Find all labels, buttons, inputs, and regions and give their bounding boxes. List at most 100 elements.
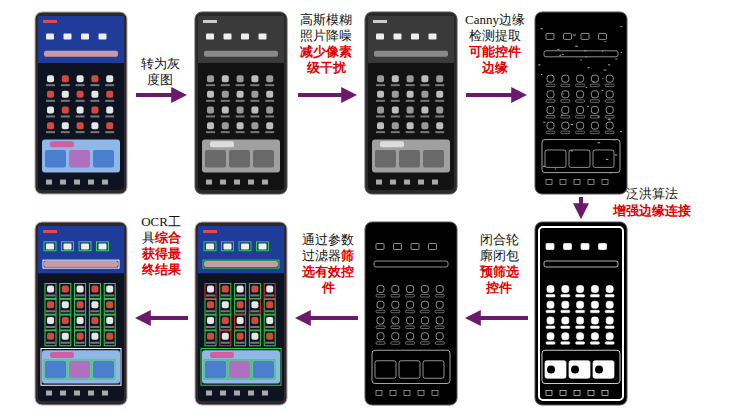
screen-detail [61,100,70,102]
screen-detail [576,342,585,345]
screen-detail [577,122,584,129]
phone-screenshot [195,222,287,405]
screen-detail [545,361,566,379]
screen-detail [432,180,438,185]
screen-detail [234,180,240,185]
screen-detail [252,360,275,379]
screen-detail [220,180,226,185]
screen-detail [420,310,429,313]
screen-detail [222,242,234,251]
screen-detail [46,310,55,312]
screen-detail [571,124,573,125]
step-label: 转为灰度图 [139,56,181,88]
screen-detail [266,317,273,324]
phone-screen [368,226,454,401]
screen-detail [60,331,71,346]
screen-detail [262,391,268,396]
screen-detail [392,301,399,308]
screen-detail [265,342,274,344]
screen-detail [92,360,115,379]
screen-detail [615,59,617,60]
step-purpose: 减少像素级干扰 [300,44,352,75]
screen-detail [391,115,400,117]
screen-detail [620,131,622,132]
screen-detail [62,286,69,293]
screen-detail [436,122,443,129]
screen-detail [605,310,614,313]
screen-detail [436,317,443,324]
screen-detail [206,391,212,396]
screen-detail [206,33,214,39]
screen-detail [546,295,555,298]
screen-detail [584,50,586,51]
screen-detail [207,75,214,82]
screen-detail [599,244,607,250]
screen-detail [234,391,240,396]
screen-detail [541,28,543,29]
step-label: 通过参数过滤器筛选有效控件 [300,232,356,296]
screen-detail [376,84,385,86]
screen-detail [555,169,556,170]
screen-detail [239,242,251,251]
screen-detail [41,349,121,386]
screen-detail [220,299,231,314]
screen-detail [561,115,570,118]
screen-detail [91,301,98,308]
screen-detail [89,299,100,314]
screen-detail [235,299,246,314]
screen-detail [423,361,444,379]
screen-detail [577,75,584,82]
screen-detail [43,230,57,233]
screen-detail [237,122,244,129]
screen-detail [91,91,98,98]
screen-detail [435,100,444,102]
screen-detail [68,360,91,379]
screen-detail [564,244,572,250]
screen-detail [407,91,414,98]
screen-detail [207,286,214,293]
screen-detail [64,33,72,39]
screen-detail [605,115,614,118]
screen-detail [407,122,414,129]
screen-detail [539,227,623,400]
screen-detail [104,299,115,314]
screen-detail [392,317,399,324]
screen-detail [62,333,69,340]
screen-detail [198,16,284,63]
screen-detail [590,326,599,329]
screen-detail [562,122,569,129]
screen-detail [104,284,115,299]
screen-detail [79,242,91,251]
screen-detail [251,301,258,308]
screen-detail [61,310,70,312]
screen-detail [588,180,594,185]
screen-detail [546,391,552,396]
screen-detail [602,90,604,91]
screen-detail [250,342,259,344]
screen-detail [418,180,424,185]
screen-detail [576,100,585,103]
screen-detail [436,91,443,98]
screen-detail [62,75,69,82]
screen-detail [407,286,414,293]
screen-detail [562,91,569,98]
screen-detail [606,106,613,113]
screen-detail [376,33,384,39]
screen-detail [436,286,443,293]
screen-detail [544,51,618,57]
phone-screen [198,226,284,401]
screen-detail [47,333,54,340]
screen-detail [423,150,444,167]
screen-detail [46,342,55,344]
screen-detail [576,295,585,298]
screen-detail [577,286,584,293]
screen-detail [376,244,384,250]
screen-detail [251,106,258,113]
screen-detail [435,310,444,313]
screen-detail [406,100,415,102]
phone-screen [368,16,454,190]
step-label: 高斯模糊照片降噪减少像素级干扰 [298,12,354,76]
screen-detail [81,244,89,250]
screen-detail [429,244,437,250]
phone-screenshots [35,12,627,405]
